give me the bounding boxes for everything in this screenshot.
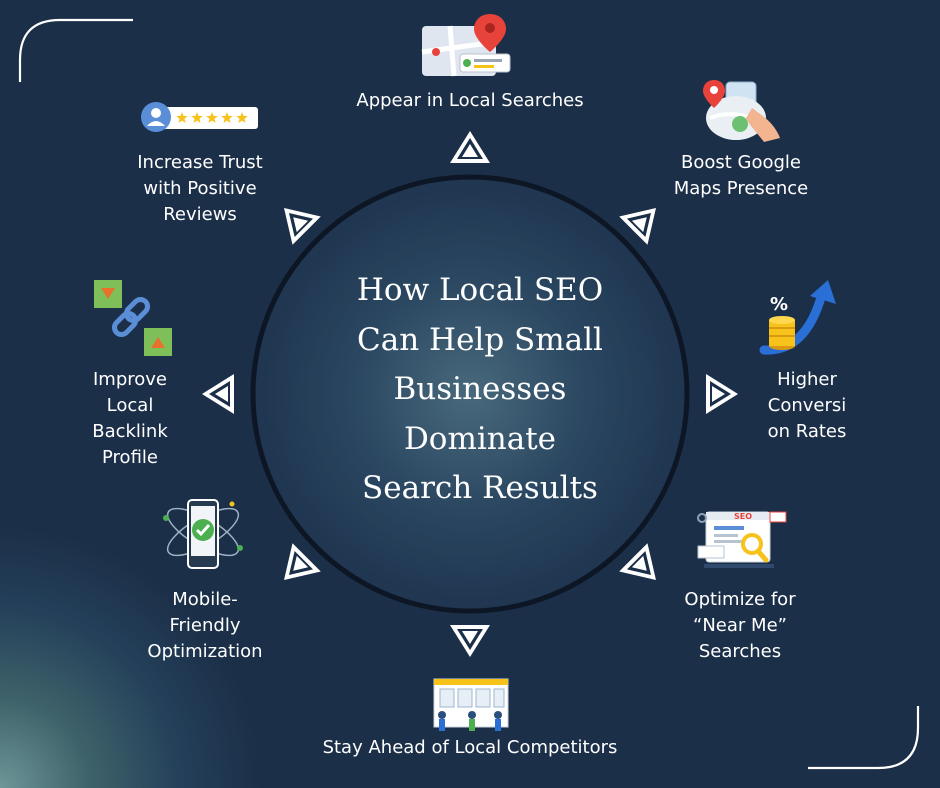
label-optimize-near-me: Optimize for “Near Me” Searches [684,589,796,662]
svg-text:%: % [770,294,788,315]
arrow-left [202,374,234,414]
arrow-top-right [619,208,656,245]
svg-text:SEO: SEO [734,512,752,521]
star-icon [191,112,203,123]
arrow-bottom-left [284,543,321,580]
star-icon [206,112,218,123]
map-pin-icon [421,14,511,77]
label-mobile-friendly: Mobile- Friendly Optimization [147,589,263,662]
main-title: How Local SEO Can Help Small Businesses … [356,272,604,506]
arrow-right [706,374,738,414]
label-higher-conversion: Higher Conversi on Rates [767,369,847,442]
star-icon [236,112,248,123]
mobile-check-icon [163,499,243,569]
map-hand-icon [703,80,780,142]
team-board-icon [433,678,509,731]
arrow-top [450,131,490,163]
corner-accent-bottom-right [808,706,920,770]
center-circle [250,174,690,614]
arrow-top-left [284,208,321,245]
star-icon [176,112,188,123]
corner-accent-top-left [18,18,133,82]
label-boost-google-maps: Boost Google Maps Presence [673,152,809,199]
label-improve-backlink: Improve Local Backlink Profile [92,369,168,468]
label-appear-local-searches: Appear in Local Searches [356,90,584,111]
growth-arrow-icon: % [759,280,836,355]
seo-search-icon: SEO [697,511,787,568]
arrow-bottom-right [619,543,656,580]
label-stay-ahead: Stay Ahead of Local Competitors [322,737,618,758]
review-stars-icon [141,102,258,132]
arrow-bottom [450,625,490,657]
star-icon [221,112,233,123]
label-increase-trust: Increase Trust with Positive Reviews [137,152,263,225]
backlink-chain-icon [94,280,172,356]
